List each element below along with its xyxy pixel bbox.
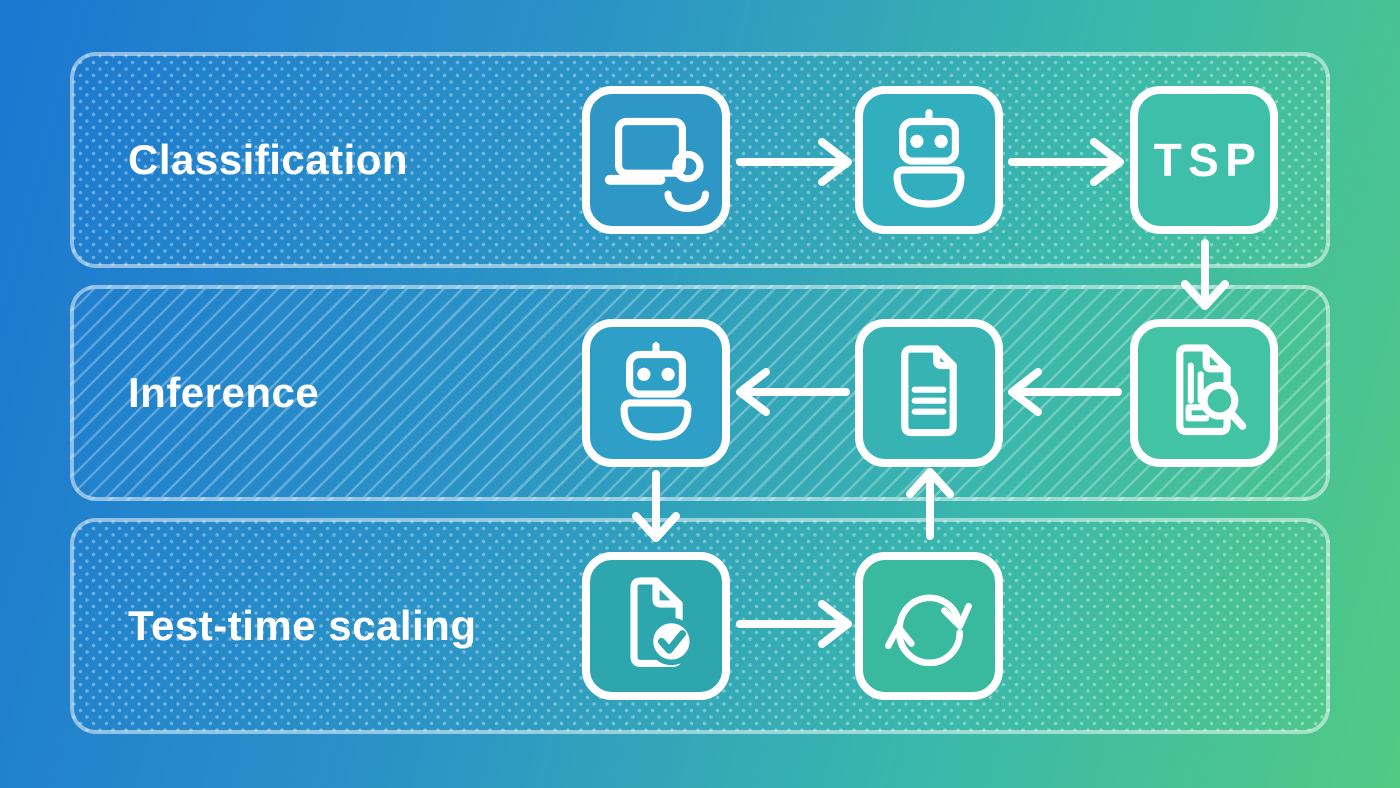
laptop-user-tile: [582, 86, 730, 234]
robot-icon: [620, 342, 692, 441]
band-inference-label: Inference: [128, 369, 320, 416]
document-tile: [855, 319, 1003, 467]
band-test-time-scaling: Test-time scaling: [70, 518, 1330, 734]
document-icon: [901, 345, 957, 437]
band-test-time-scaling-label: Test-time scaling: [128, 602, 477, 649]
laptop-user-icon: [604, 117, 710, 212]
robot-tile-classification: [855, 86, 1003, 234]
robot-icon: [893, 109, 965, 208]
band-inference: Inference: [70, 285, 1330, 501]
tsp-label: TSP: [1153, 134, 1263, 186]
tsp-tile: TSP: [1130, 86, 1278, 234]
refresh-icon: [885, 594, 972, 667]
robot-tile-inference: [582, 319, 730, 467]
band-classification: Classification TSP: [70, 52, 1330, 268]
document-check-tile: [582, 552, 730, 700]
document-check-icon: [630, 577, 696, 667]
refresh-tile: [855, 552, 1003, 700]
document-search-icon: [1176, 344, 1247, 436]
document-search-tile: [1130, 319, 1278, 467]
band-classification-label: Classification: [128, 136, 409, 183]
